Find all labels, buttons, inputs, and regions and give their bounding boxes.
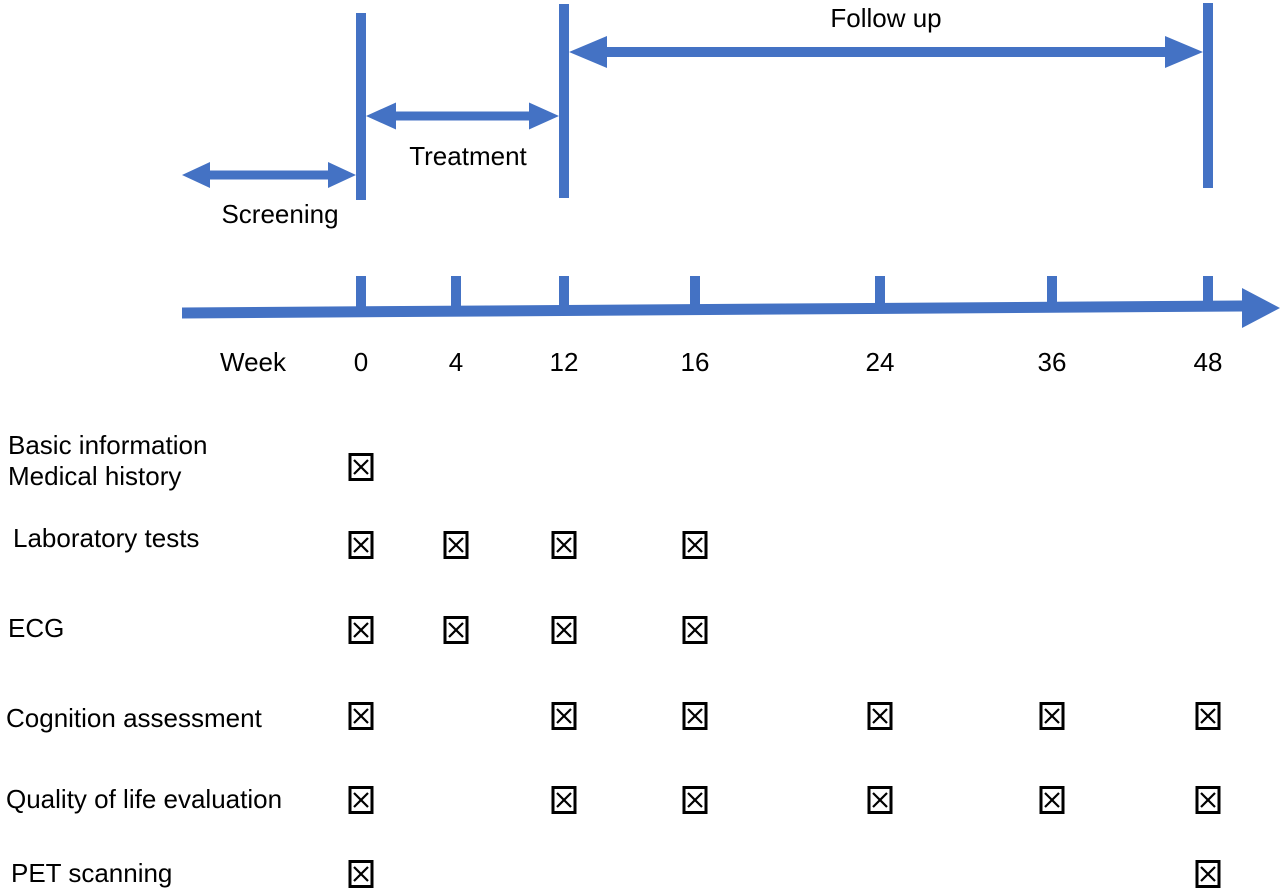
checked-box-week-48 (1195, 786, 1221, 814)
row-label: ECG (8, 613, 65, 643)
followup-double-arrow-icon (569, 36, 1203, 68)
milestone-bar-week-0 (356, 13, 366, 200)
row-label: Cognition assessment (6, 703, 262, 733)
milestone-bar-week-12 (559, 4, 569, 198)
week-label-4: 4 (448, 347, 464, 377)
checked-box-week-12 (551, 531, 577, 559)
week-label-12: 12 (549, 347, 579, 377)
checked-box-week-12 (551, 616, 577, 644)
tick-week-16 (690, 276, 700, 310)
phase-label-screening: Screening (221, 199, 339, 229)
checked-box-week-16 (682, 531, 708, 559)
row-label: PET scanning (11, 858, 173, 888)
checked-box-week-0 (348, 860, 374, 888)
phase-label-treatment: Treatment (409, 141, 527, 171)
checked-box-week-16 (682, 786, 708, 814)
tick-week-48 (1203, 276, 1213, 310)
row-label: Laboratory tests (13, 523, 200, 553)
checked-box-week-16 (682, 616, 708, 644)
tick-week-0 (356, 276, 366, 310)
checked-box-week-12 (551, 786, 577, 814)
checked-box-week-0 (348, 616, 374, 644)
milestone-bar-week-48 (1203, 3, 1213, 188)
phase-label-followup: Follow up (830, 3, 942, 33)
tick-week-12 (559, 276, 569, 310)
checked-box-week-48 (1195, 860, 1221, 888)
tick-week-24 (875, 276, 885, 310)
week-label-0: 0 (353, 347, 369, 377)
checked-box-week-4 (443, 616, 469, 644)
week-axis-arrow-icon (182, 288, 1280, 328)
tick-week-4 (451, 276, 461, 310)
checked-box-week-0 (348, 531, 374, 559)
checked-box-week-0 (348, 453, 374, 481)
checked-box-week-36 (1039, 786, 1065, 814)
checked-box-week-12 (551, 702, 577, 730)
week-label-36: 36 (1037, 347, 1067, 377)
week-tick-marks (356, 276, 1213, 310)
timeline-graphic (182, 3, 1280, 328)
checked-box-week-48 (1195, 702, 1221, 730)
row-label: Quality of life evaluation (6, 784, 283, 814)
week-label-16: 16 (680, 347, 710, 377)
week-label-48: 48 (1193, 347, 1223, 377)
screening-double-arrow-icon (182, 162, 356, 188)
checked-box-week-0 (348, 702, 374, 730)
checked-box-week-16 (682, 702, 708, 730)
checked-box-week-36 (1039, 702, 1065, 730)
week-axis-label: Week (220, 347, 286, 377)
treatment-double-arrow-icon (366, 102, 559, 130)
checked-box-week-24 (867, 786, 893, 814)
checked-box-week-4 (443, 531, 469, 559)
checked-box-week-24 (867, 702, 893, 730)
tick-week-36 (1047, 276, 1057, 310)
checked-box-week-0 (348, 786, 374, 814)
week-label-24: 24 (865, 347, 895, 377)
